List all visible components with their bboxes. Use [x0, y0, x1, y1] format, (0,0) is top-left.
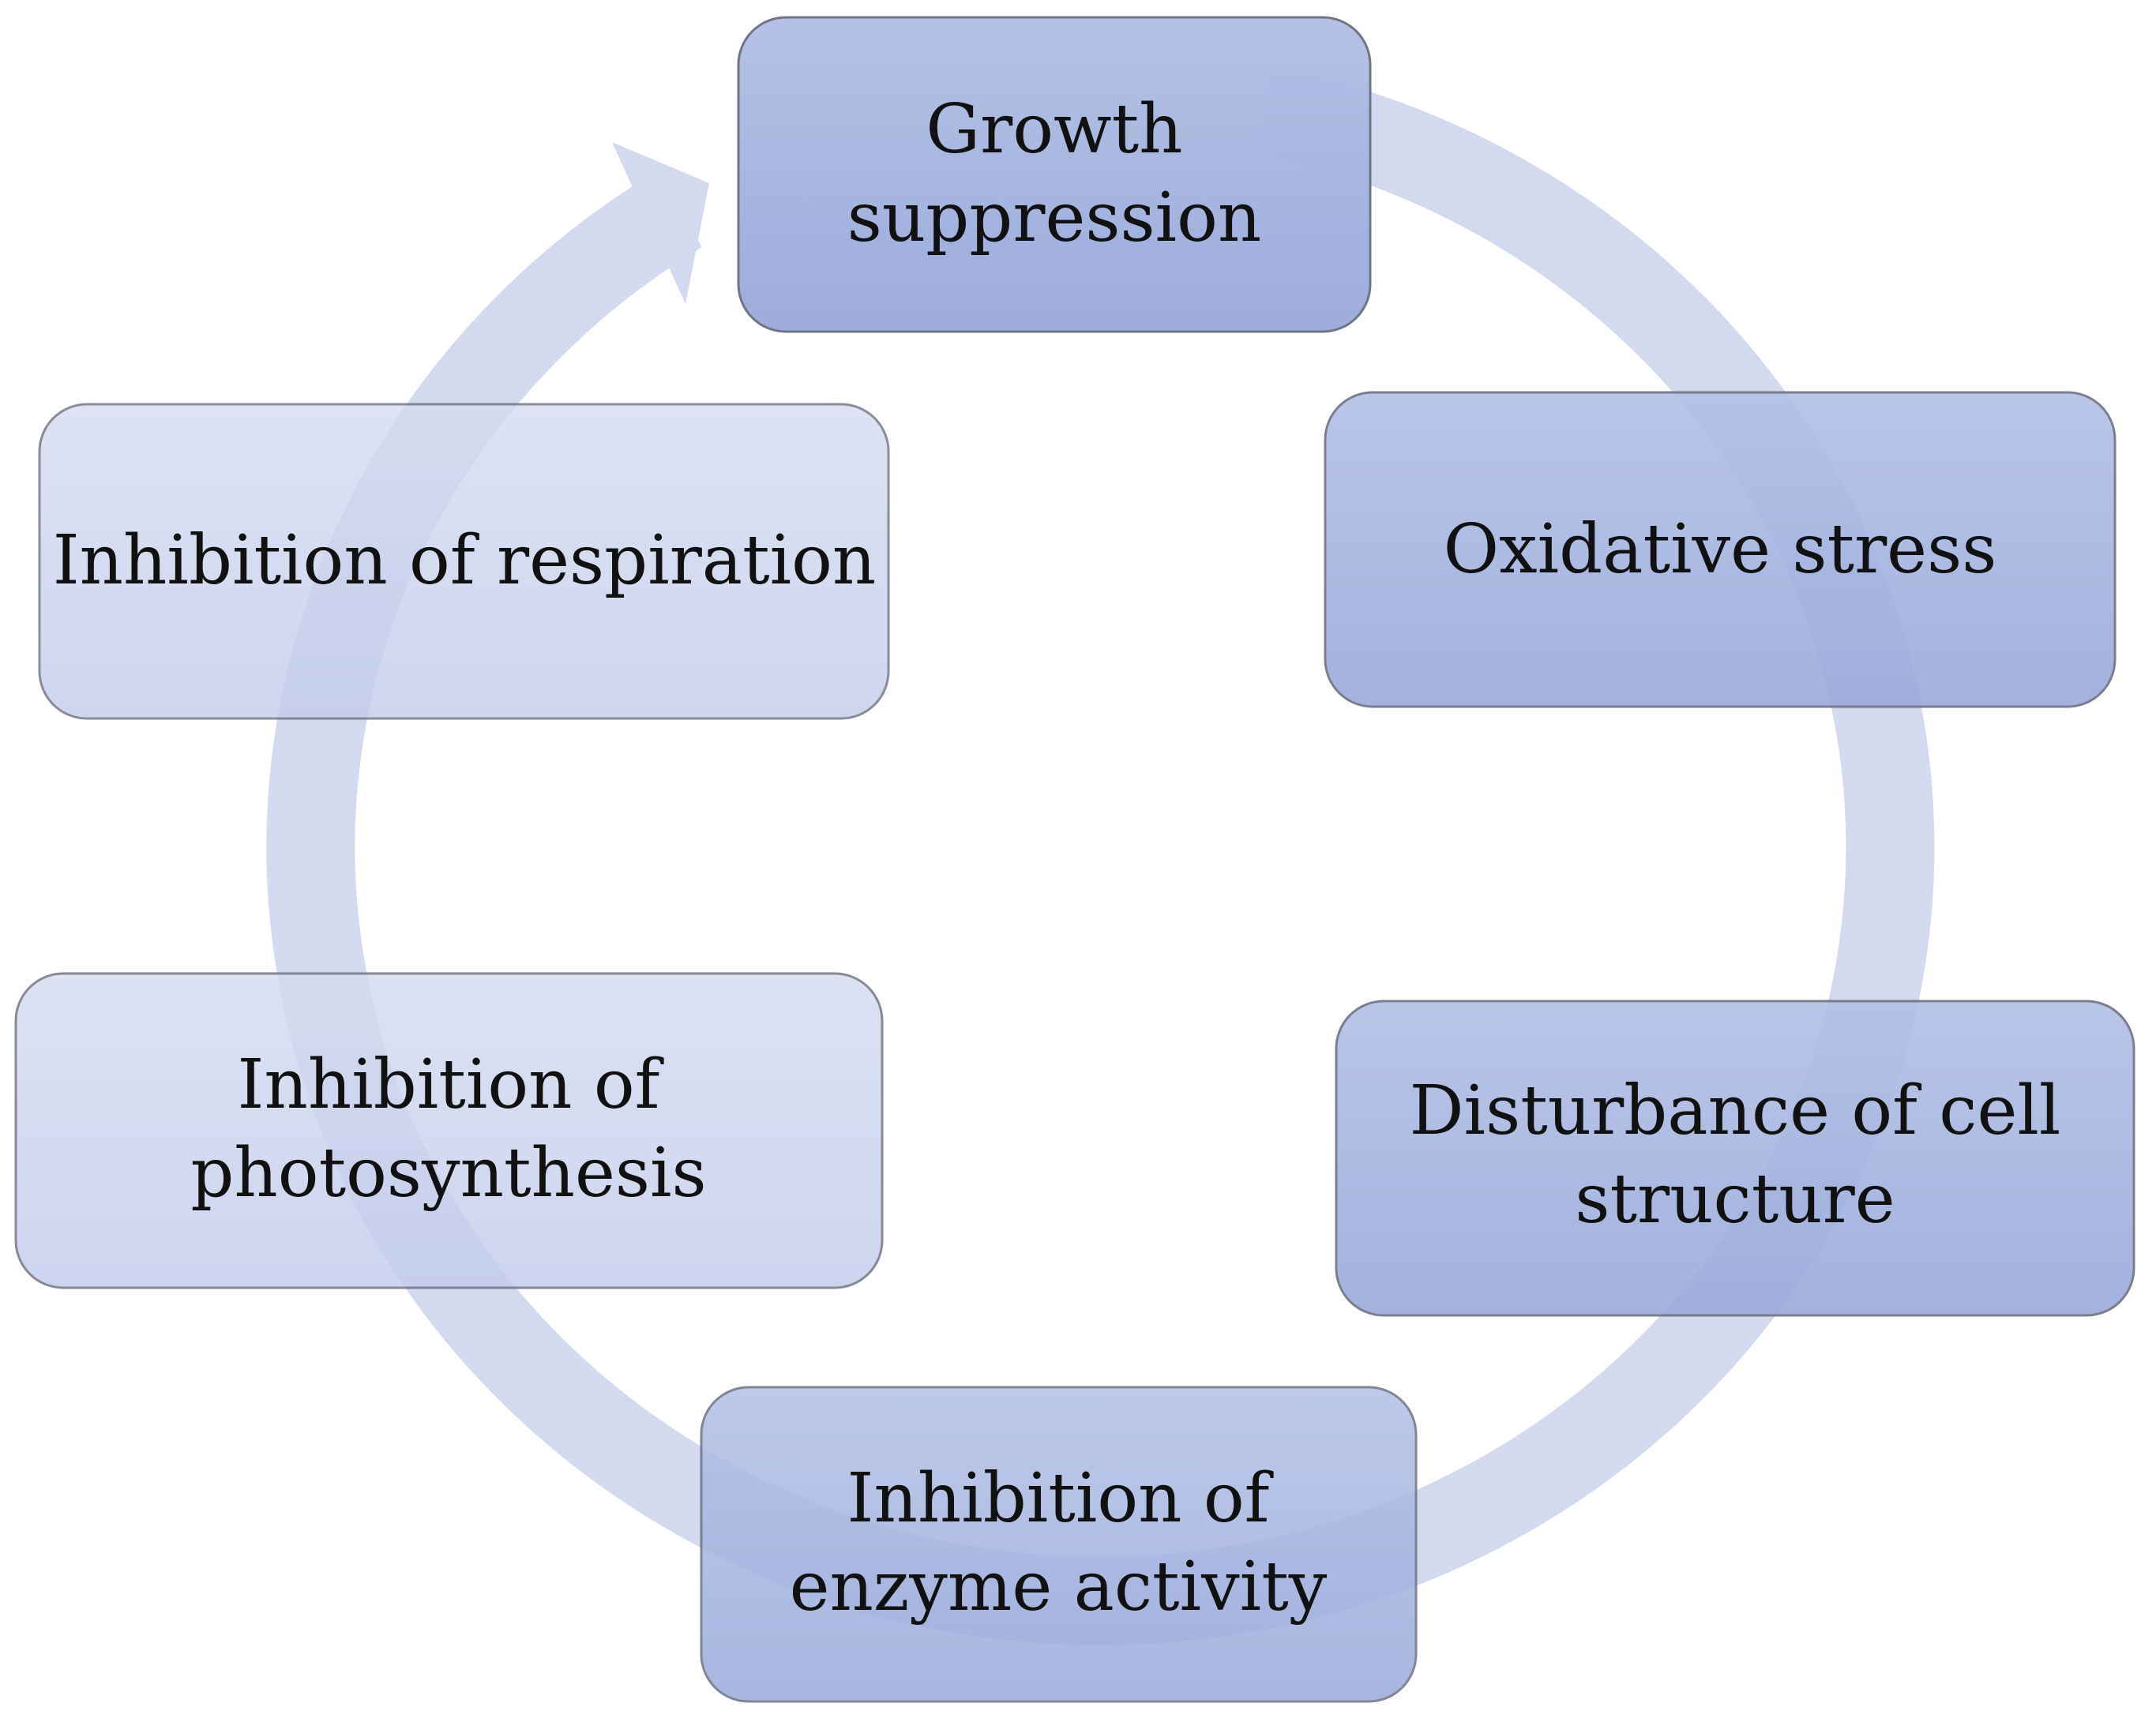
node-photo-line-2: photosynthesis [190, 1134, 706, 1213]
node-inhibition-of-photosynthesis: Inhibition of photosynthesis [14, 972, 884, 1289]
node-oxidative-stress: Oxidative stress [1324, 391, 2117, 708]
node-cell-line-2: structure [1575, 1160, 1895, 1239]
node-growth-line-1: Growth [926, 90, 1182, 169]
node-growth-line-2: suppression [847, 178, 1262, 257]
cycle-arrowhead [612, 142, 709, 304]
node-enzyme-line-1: Inhibition of [847, 1459, 1274, 1538]
node-photo-line-1: Inhibition of [238, 1045, 664, 1124]
node-cell-line-1: Disturbance of cell [1410, 1071, 2061, 1150]
node-growth-suppression: Growth suppression [737, 16, 1372, 333]
node-oxidative-line-1: Oxidative stress [1444, 510, 1997, 589]
node-inhibition-of-enzyme-activity: Inhibition of enzyme activity [700, 1386, 1418, 1703]
node-resp-line-1: Inhibition of respiration [53, 521, 877, 600]
node-inhibition-of-respiration: Inhibition of respiration [38, 403, 890, 720]
node-disturbance-of-cell-structure: Disturbance of cell structure [1335, 1000, 2135, 1317]
node-enzyme-line-2: enzyme activity [790, 1548, 1328, 1626]
